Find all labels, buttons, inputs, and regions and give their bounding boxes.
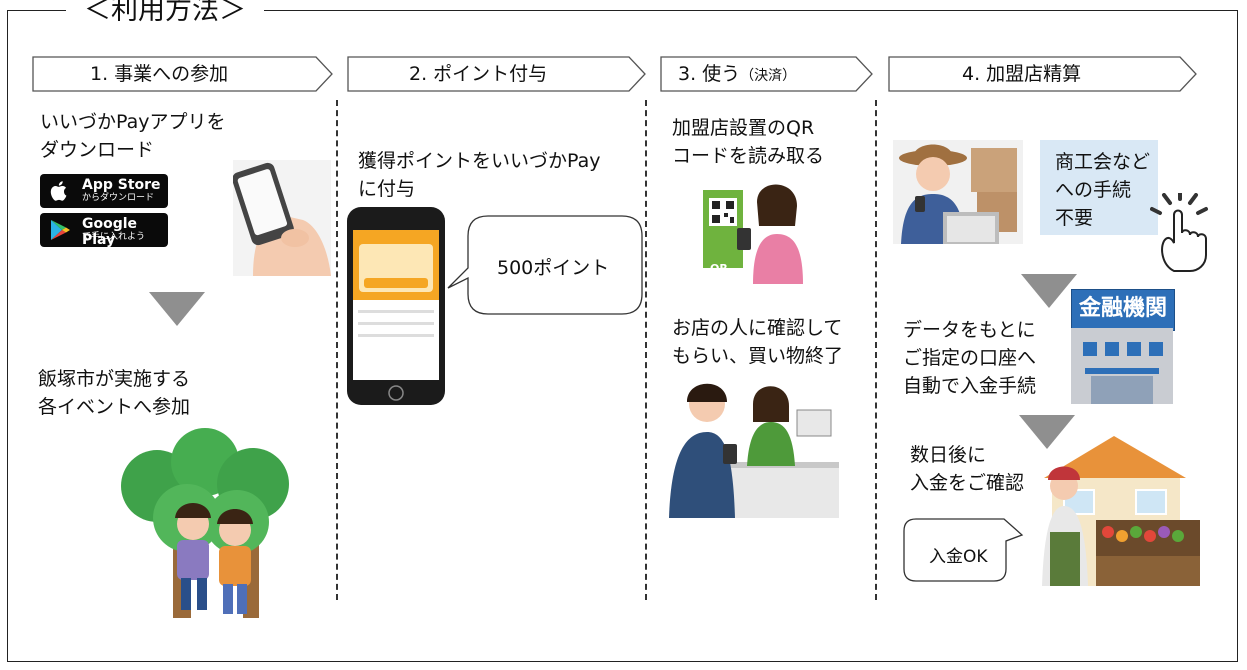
qr-tag: QR bbox=[710, 262, 728, 275]
bank-sign-text: 金融機関 bbox=[1078, 296, 1167, 321]
step-2-label: 2. ポイント付与 bbox=[409, 63, 548, 85]
google-play-icon bbox=[51, 220, 70, 240]
down-arrow-icon bbox=[1021, 274, 1077, 308]
deposit-check-text: 数日後に入金をご確認 bbox=[910, 444, 1025, 494]
points-bubble-text: 500ポイント bbox=[497, 257, 610, 279]
checkout-illustration bbox=[669, 383, 839, 518]
speech-bubble bbox=[447, 215, 643, 315]
google-play-label: Google Play bbox=[82, 216, 138, 248]
usage-frame: ＜利用方法＞ bbox=[7, 0, 1238, 662]
column-divider bbox=[645, 100, 647, 600]
step-4-header: 4. 加盟店精算 bbox=[888, 56, 1198, 92]
no-procedure-panel bbox=[1040, 140, 1158, 235]
smartphone-app-illustration bbox=[347, 207, 445, 405]
column-divider bbox=[875, 100, 877, 600]
shopkeeper-laptop-illustration bbox=[893, 140, 1023, 244]
step-3-note: （決済） bbox=[740, 68, 797, 84]
data-transfer-text: データをもとにご指定の口座へ自動で入金手続 bbox=[903, 319, 1037, 397]
google-play-sublabel: で手に入れよう bbox=[82, 232, 146, 242]
deposit-ok-bubble bbox=[903, 518, 1024, 582]
down-arrow-icon bbox=[149, 292, 205, 326]
pointing-hand-icon bbox=[1150, 193, 1208, 272]
confirm-text: お店の人に確認してもらい、買い物終了 bbox=[672, 317, 844, 367]
download-text: いいづかPayアプリをダウンロード bbox=[40, 111, 226, 161]
vegetable-shop-illustration bbox=[1042, 436, 1200, 586]
step-1-header: 1. 事業への参加 bbox=[32, 56, 334, 92]
event-text: 飯塚市が実施する各イベントへ参加 bbox=[38, 368, 191, 418]
step-1-label: 1. 事業への参加 bbox=[90, 63, 229, 85]
chamber-text: 商工会などへの手続不要 bbox=[1055, 151, 1151, 229]
app-store-label: App Store bbox=[82, 177, 161, 193]
hikers-illustration bbox=[121, 428, 289, 618]
step-3-header: 3. 使う（決済） bbox=[660, 56, 874, 92]
step-3-label: 3. 使う（決済） bbox=[678, 63, 797, 85]
deposit-ok-text: 入金OK bbox=[929, 547, 988, 567]
bank-building-illustration bbox=[1071, 328, 1173, 404]
google-play-badge[interactable]: Google Play で手に入れよう bbox=[40, 213, 168, 248]
down-arrow-icon bbox=[1019, 415, 1075, 449]
app-store-sublabel: からダウンロード bbox=[82, 193, 155, 203]
step-2-header: 2. ポイント付与 bbox=[347, 56, 647, 92]
app-store-badge[interactable]: App Store からダウンロード bbox=[40, 174, 168, 208]
apple-icon bbox=[50, 181, 67, 201]
column-divider bbox=[336, 100, 338, 600]
qr-scan-illustration bbox=[703, 184, 803, 284]
step-4-label: 4. 加盟店精算 bbox=[962, 63, 1082, 85]
page-title: ＜利用方法＞ bbox=[66, 0, 264, 27]
hand-holding-phone-illustration bbox=[233, 160, 331, 276]
